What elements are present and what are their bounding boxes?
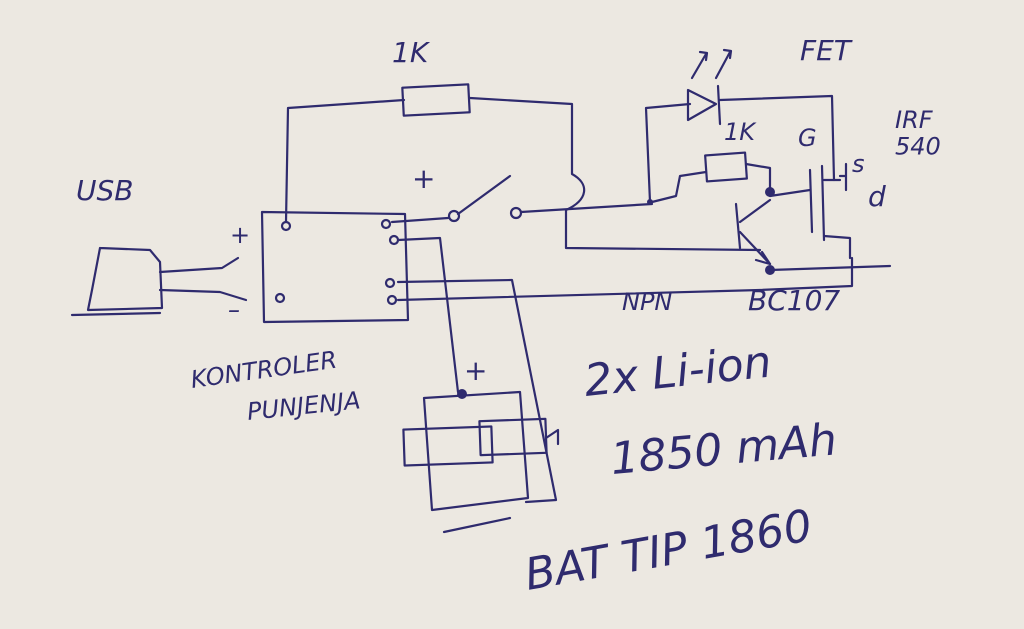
- led-diode: [644, 48, 836, 205]
- usb-label: USB: [76, 174, 133, 207]
- source-label: s: [852, 150, 865, 178]
- gate-label: G: [798, 124, 817, 152]
- resistor-top-label: 1K: [392, 36, 431, 69]
- usb-plus-label: +: [230, 221, 250, 249]
- switch: [390, 174, 654, 224]
- battery-pack: [402, 390, 560, 534]
- resistor-base-label: 1K: [724, 118, 757, 146]
- negative-rail: [396, 256, 892, 302]
- battery-plus-label: +: [464, 354, 487, 387]
- usb-minus-label: –: [228, 296, 240, 324]
- charge-controller: [260, 210, 410, 324]
- drain-label: d: [868, 180, 886, 213]
- usb-connector: [70, 246, 248, 317]
- fet-transistor: [808, 162, 852, 260]
- base-resistor: [650, 151, 775, 204]
- switch-plus-label: +: [412, 162, 435, 195]
- fet-label: FET: [800, 34, 853, 67]
